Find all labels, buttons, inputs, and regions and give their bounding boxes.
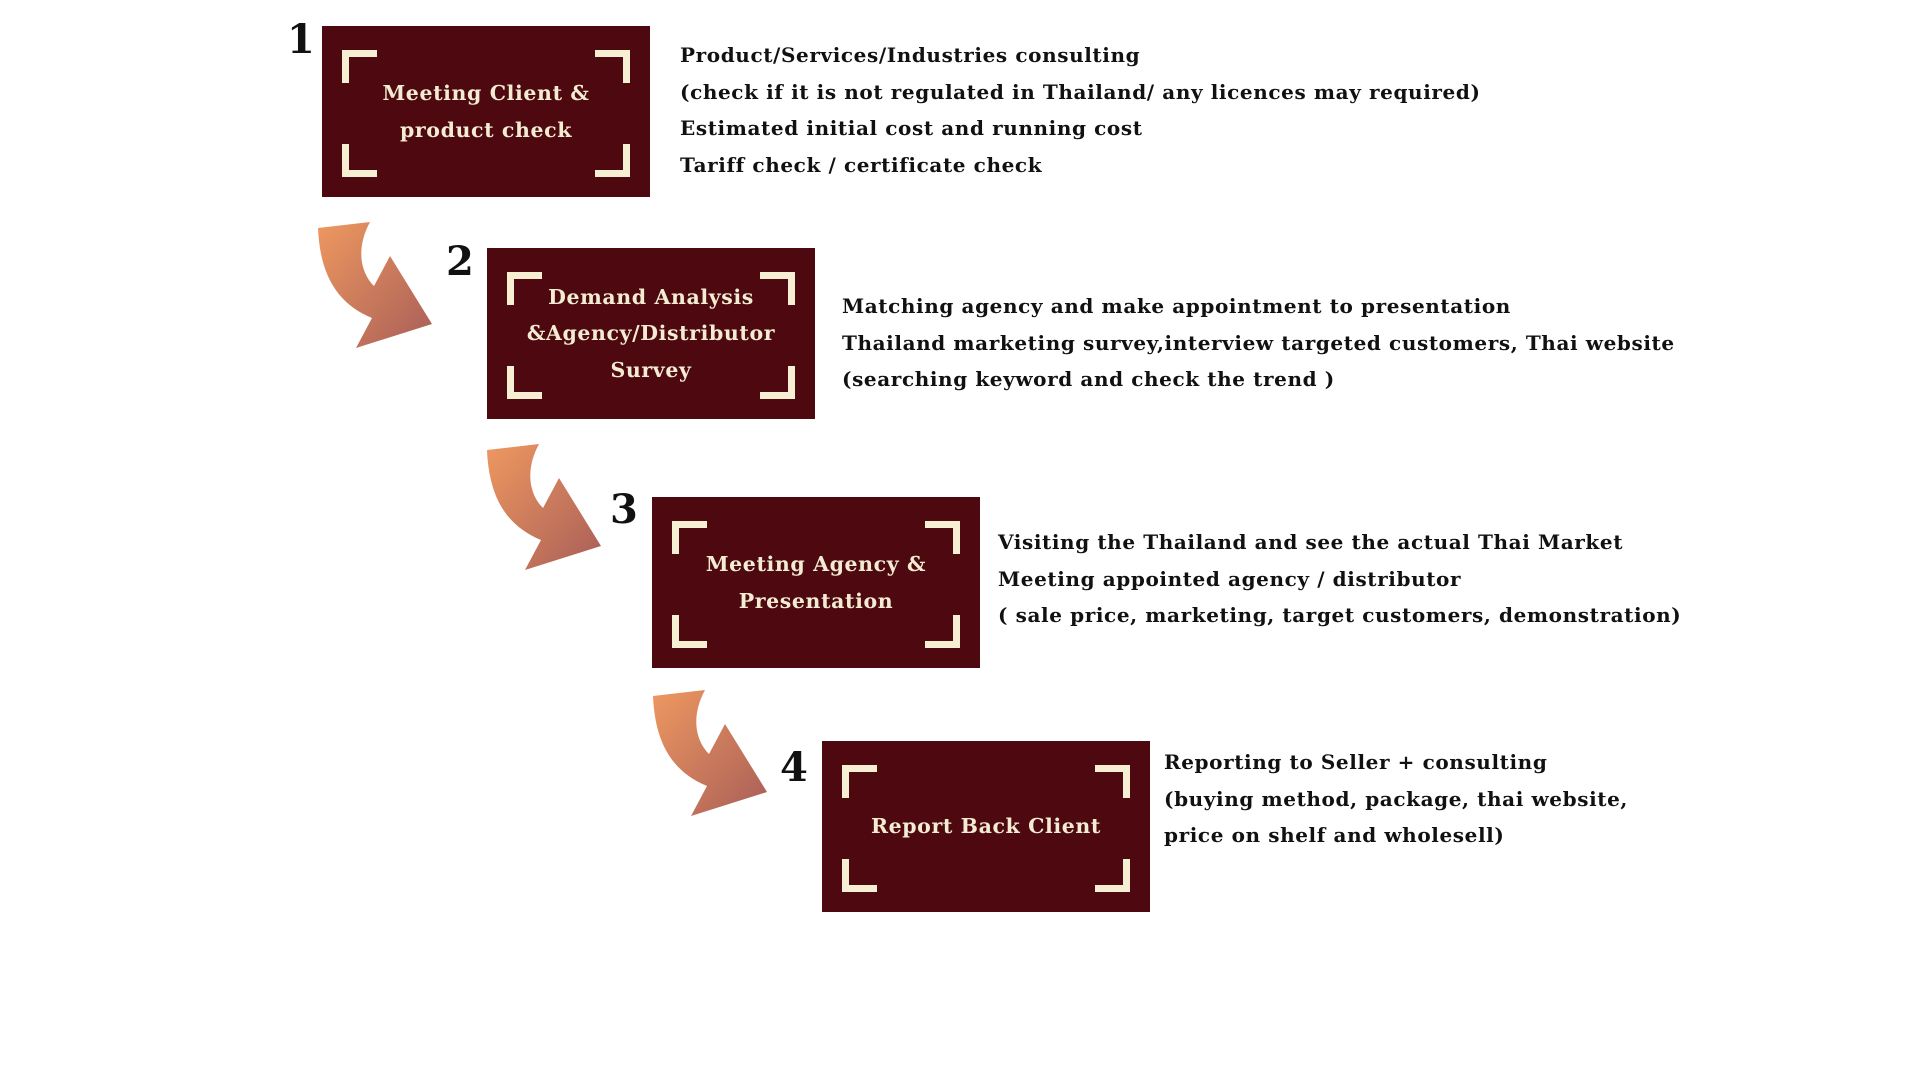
corner-mark: [672, 615, 707, 648]
corner-mark: [1095, 859, 1130, 892]
corner-mark: [507, 272, 542, 305]
corner-mark: [342, 50, 377, 83]
step-box: Report Back Client: [822, 741, 1150, 912]
step-number: 4: [780, 744, 808, 791]
description-line: ( sale price, marketing, target customer…: [998, 603, 1682, 627]
step-title-line: &Agency/Distributor: [526, 321, 776, 346]
corner-mark: [507, 366, 542, 399]
description-line: Visiting the Thailand and see the actual…: [998, 530, 1624, 554]
corner-mark: [925, 521, 960, 554]
corner-mark: [595, 50, 630, 83]
step-description: Matching agency and make appointment to …: [842, 288, 1675, 398]
description-line: Tariff check / certificate check: [680, 152, 1043, 177]
curved-arrow-down-right-icon: [487, 444, 601, 570]
step-number: 1: [287, 16, 315, 63]
step-description: Visiting the Thailand and see the actual…: [998, 524, 1681, 634]
step-title: Meeting Agency & Presentation: [682, 497, 950, 668]
corner-mark: [842, 765, 877, 798]
step-number: 3: [610, 486, 638, 533]
curved-arrow-down-right-icon: [318, 222, 432, 348]
corner-mark: [760, 272, 795, 305]
step-title-line: Presentation: [738, 588, 894, 613]
description-line: (check if it is not regulated in Thailan…: [680, 79, 1481, 104]
corner-mark: [672, 521, 707, 554]
corner-mark: [1095, 765, 1130, 798]
description-line: Estimated initial cost and running cost: [680, 116, 1143, 140]
description-line: price on shelf and wholesell): [1164, 823, 1505, 847]
step-box: Meeting Client & product check: [322, 26, 650, 197]
corner-mark: [342, 144, 377, 177]
step-description: Product/Services/Industries consulting (…: [680, 37, 1481, 183]
step-box: Meeting Agency & Presentation: [652, 497, 980, 668]
step-title: Meeting Client & product check: [362, 26, 610, 197]
step-description: Reporting to Seller + consulting (buying…: [1164, 744, 1628, 854]
description-line: Product/Services/Industries consulting: [680, 43, 1141, 67]
curved-arrow-down-right-icon: [653, 690, 767, 816]
step-title: Report Back Client: [846, 741, 1126, 912]
description-line: Meeting appointed agency / distributor: [998, 566, 1462, 591]
description-line: Matching agency and make appointment to …: [842, 294, 1511, 318]
description-line: (searching keyword and check the trend ): [842, 367, 1335, 391]
step-title-line: Meeting Agency &: [705, 552, 927, 576]
step-title: Demand Analysis &Agency/Distributor Surv…: [511, 248, 791, 419]
corner-mark: [842, 859, 877, 892]
step-title-line: Report Back Client: [870, 814, 1102, 839]
step-number: 2: [446, 238, 474, 285]
corner-mark: [760, 366, 795, 399]
step-title-line: Meeting Client &: [382, 81, 590, 105]
description-line: (buying method, package, thai website,: [1164, 786, 1628, 811]
step-title-line: Demand Analysis: [548, 284, 754, 309]
corner-mark: [595, 144, 630, 177]
step-title-line: Survey: [610, 357, 692, 382]
corner-mark: [925, 615, 960, 648]
step-title-line: product check: [399, 117, 573, 142]
description-line: Thailand marketing survey,interview targ…: [842, 330, 1675, 355]
step-box: Demand Analysis &Agency/Distributor Surv…: [487, 248, 815, 419]
description-line: Reporting to Seller + consulting: [1164, 750, 1548, 774]
